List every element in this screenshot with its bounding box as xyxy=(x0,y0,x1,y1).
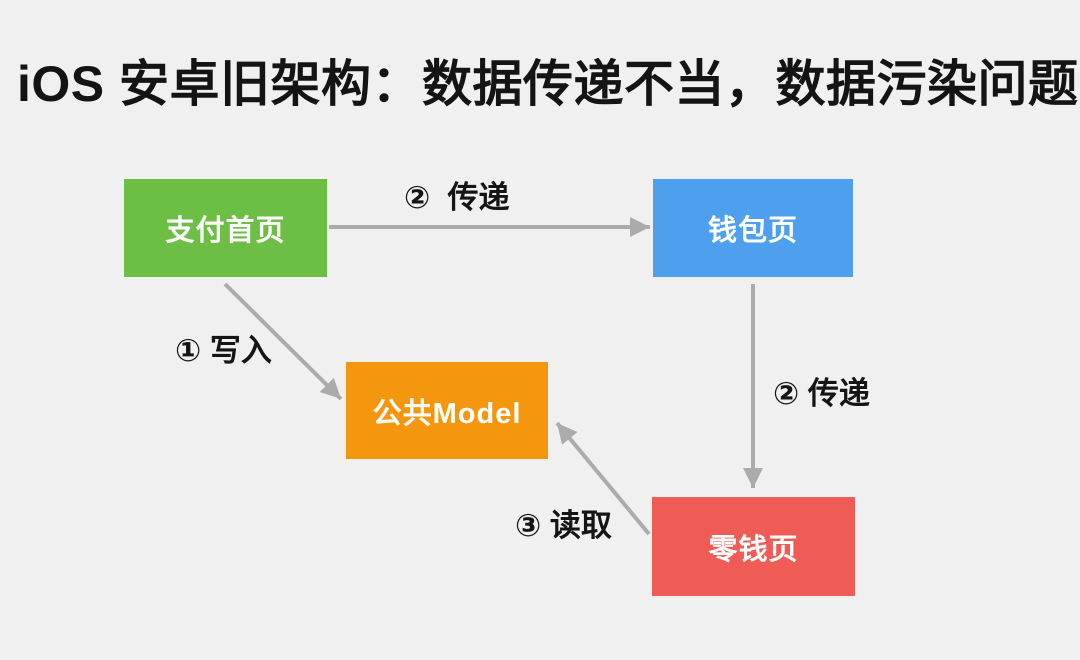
node-shared-model-label: 公共Model xyxy=(372,397,522,430)
node-change-page: 零钱页 xyxy=(652,497,855,596)
node-wallet-page-label: 钱包页 xyxy=(707,215,798,247)
node-wallet-page: 钱包页 xyxy=(653,179,853,277)
node-shared-model: 公共Model xyxy=(346,362,548,459)
node-payment-home-label: 支付首页 xyxy=(165,215,286,247)
connector-arrow-read xyxy=(555,421,651,536)
node-change-page-label: 零钱页 xyxy=(708,533,799,566)
edge-label-read: ③ 读取 xyxy=(515,508,612,543)
page-title: iOS 安卓旧架构：数据传递不当，数据污染问题 xyxy=(17,55,1079,112)
edge-label-pass-top: ② 传递 xyxy=(404,180,510,215)
edge-label-pass-right: ② 传递 xyxy=(773,376,870,411)
node-payment-home: 支付首页 xyxy=(124,179,327,277)
edge-label-write: ① 写入 xyxy=(175,333,272,368)
connector-arrow-write xyxy=(223,282,343,401)
